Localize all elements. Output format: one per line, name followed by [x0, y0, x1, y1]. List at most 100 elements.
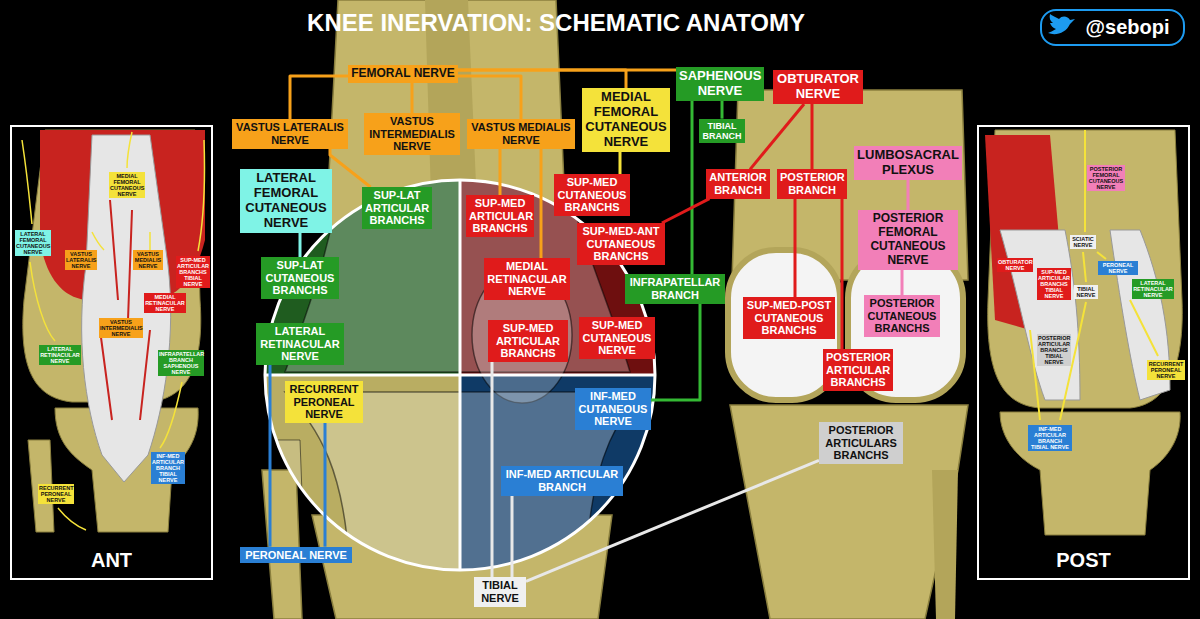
- nerve-connector: [269, 365, 272, 547]
- post-view-nerve-lines: [1030, 130, 1158, 420]
- nerve-box: OBTURATOR NERVE: [773, 70, 863, 104]
- nerve-box: MEDIAL FEMORAL CUTANEOUS NERVE: [109, 172, 145, 199]
- nerve-label: INFRAPATELLAR BRANCH: [628, 276, 722, 301]
- nerve-label: POSTERIOR ARTICULAR BRANCHS TIBIAL NERVE: [1038, 335, 1070, 366]
- nerve-box: TIBIAL NERVE: [474, 577, 526, 606]
- nerve-box: LATERAL FEMORAL CUTANEOUS NERVE: [15, 230, 51, 257]
- nerve-box: MEDIAL RETINACULAR NERVE: [484, 258, 570, 300]
- nerve-label: POSTERIOR ARTICULAR BRANCHS: [826, 351, 890, 389]
- nerve-label: VASTUS INTERMEDIALIS NERVE: [100, 319, 142, 337]
- post-tibia: [730, 405, 968, 619]
- nerve-label: POSTERIOR FEMORAL CUTANEOUS NERVE: [1088, 166, 1124, 191]
- view-label: ANT: [91, 549, 132, 578]
- nerve-label: ANTERIOR BRANCH: [709, 171, 767, 196]
- nerve-box: POSTERIOR FEMORAL CUTANEOUS NERVE: [858, 210, 958, 269]
- nerve-box: LATERAL FEMORAL CUTANEOUS NERVE: [240, 169, 332, 233]
- nerve-box: VASTUS LATERALIS NERVE: [65, 250, 97, 270]
- nerve-box: MEDIAL RETINACULAR NERVE: [144, 293, 186, 313]
- nerve-box: SUP-MED ARTICULAR BRANCHS: [488, 320, 568, 362]
- nerve-label: SUP-MED ARTICULAR BRANCHS: [469, 197, 531, 235]
- nerve-label: TIBIAL NERVE: [1075, 286, 1097, 298]
- nerve-box: INF-MED ARTICULAR BRANCH: [501, 466, 623, 495]
- nerve-connector: [691, 101, 694, 274]
- nerve-box: INF-MED ARTICULAR BRANCH TIBIAL NERVE: [151, 452, 185, 485]
- nerve-connector: [794, 199, 797, 297]
- nerve-connector: [907, 180, 910, 210]
- nerve-label: POSTERIOR ARTICULARS BRANCHS: [822, 424, 900, 462]
- nerve-connector: [651, 304, 700, 400]
- nerve-connector: [511, 496, 514, 578]
- post-view-muscle: [1000, 230, 1080, 400]
- title-holder: KNEE INERVATION: SCHEMATIC ANATOMY: [0, 9, 1112, 37]
- nerve-box: INFRAPATELLAR BRANCH: [625, 274, 725, 303]
- nerve-connector: [811, 104, 814, 169]
- nerve-label: VASTUS LATERALIS NERVE: [66, 251, 96, 269]
- nerve-box: SCIATIC NERVE: [1070, 235, 1096, 249]
- nerve-box: SUP-MED ARTICULAR BRANCHS: [466, 195, 534, 237]
- nerve-connector: [540, 149, 543, 258]
- nerve-connector: [721, 101, 724, 119]
- nerve-connector: [750, 104, 804, 169]
- nerve-label: SCIATIC NERVE: [1071, 236, 1095, 248]
- nerve-label: RECURRENT PERONEAL NERVE: [1148, 361, 1184, 379]
- nerve-label: INF-MED ARTICULAR BRANCH: [504, 468, 620, 493]
- nerve-box: FEMORAL NERVE: [348, 65, 458, 83]
- nerve-label: POSTERIOR BRANCH: [780, 171, 844, 196]
- twitter-bird: [1048, 14, 1075, 34]
- nerve-label: MEDIAL FEMORAL CUTANEOUS NERVE: [585, 90, 667, 150]
- nerve-label: VASTUS INTERMEDIALIS NERVE: [367, 115, 457, 153]
- nerve-label: SUP-MED CUTANEOUS BRANCHS: [557, 176, 627, 214]
- nerve-label: OBTURATOR NERVE: [776, 72, 860, 102]
- nerve-box: SUP-MED ARTICULAR BRANCHS TIBIAL NERVE: [176, 256, 210, 289]
- nerve-label: FEMORAL NERVE: [351, 67, 455, 81]
- nerve-box: OBTURATOR NERVE: [997, 258, 1033, 272]
- nerve-label: SUP-MED-ANT CUTANEOUS BRANCHS: [580, 225, 662, 263]
- nerve-label: INF-MED CUTANEOUS NERVE: [578, 390, 648, 428]
- nerve-box: VASTUS MEDIALIS NERVE: [467, 119, 575, 148]
- post-fibula: [932, 470, 958, 619]
- nerve-box: INF-MED ARTICULAR BRANCH TIBIAL NERVE: [1028, 425, 1072, 452]
- nerve-box: INFRAPATELLAR BRANCH SAPHENOUS NERVE: [158, 350, 204, 377]
- nerve-box: RECURRENT PERONEAL NERVE: [285, 381, 363, 423]
- nerve-label: VASTUS MEDIALIS NERVE: [470, 121, 572, 146]
- nerve-box: SUP-LAT CUTANEOUS BRANCHS: [261, 257, 339, 299]
- nerve-connector: [901, 270, 904, 295]
- nerve-label: VASTUS LATERALIS NERVE: [235, 121, 345, 146]
- nerve-label: INF-MED ARTICULAR BRANCH TIBIAL NERVE: [152, 453, 184, 484]
- nerve-label: POSTERIOR CUTANEOUS BRANCHS: [867, 297, 937, 335]
- nerve-label: MEDIAL FEMORAL CUTANEOUS NERVE: [110, 173, 144, 198]
- nerve-label: LATERAL RETINACULAR NERVE: [1133, 280, 1173, 298]
- nerve-label: INFRAPATELLAR BRANCH SAPHENOUS NERVE: [159, 351, 203, 376]
- nerve-label: LATERAL RETINACULAR NERVE: [40, 346, 80, 364]
- view-panel: POSTPOSTERIOR FEMORAL CUTANEOUS NERVESCI…: [977, 125, 1190, 580]
- handle-badge: @sebopi: [1040, 9, 1185, 46]
- nerve-connector: [290, 76, 348, 119]
- nerve-label: TIBIAL BRANCH: [702, 121, 742, 142]
- nerve-label: MEDIAL RETINACULAR NERVE: [487, 260, 567, 298]
- nerve-label: TIBIAL NERVE: [477, 579, 523, 604]
- nerve-box: SUP-MED CUTANEOUS BRANCHS: [554, 174, 630, 216]
- nerve-box: SUP-MED-ANT CUTANEOUS BRANCHS: [577, 223, 665, 265]
- nerve-box: SUP-MED-POST CUTANEOUS BRANCHS: [743, 297, 835, 339]
- nerve-label: SUP-LAT ARTICULAR BRANCHS: [365, 189, 429, 227]
- nerve-box: TIBIAL BRANCH: [699, 119, 745, 144]
- nerve-label: SUP-MED-POST CUTANEOUS BRANCHS: [746, 299, 832, 337]
- nerve-box: PERONEAL NERVE: [240, 547, 352, 564]
- view-panel: ANT MEDIAL FEMORAL CUTANEOUS NERVE LATERAL…: [10, 125, 213, 580]
- nerve-box: SUP-MED ARTICULAR BRANCHS TIBIAL NERVE: [1037, 268, 1071, 301]
- nerve-label: SUP-MED ARTICULAR BRANCHS: [491, 322, 565, 360]
- nerve-box: VASTUS INTERMEDIALIS NERVE: [364, 113, 460, 155]
- quadrant-axis: [459, 180, 462, 570]
- ant-nerve-lines: [22, 132, 205, 530]
- nerve-label: MEDIAL RETINACULAR NERVE: [145, 294, 185, 312]
- nerve-label: LUMBOSACRAL PLEXUS: [857, 148, 959, 178]
- nerve-box: VASTUS INTERMEDIALIS NERVE: [99, 318, 143, 338]
- nerve-connector: [841, 199, 844, 349]
- nerve-label: SUP-MED CUTANEOUS NERVE: [582, 319, 652, 357]
- nerve-box: ANTERIOR BRANCH: [706, 169, 770, 198]
- nerve-label: RECURRENT PERONEAL NERVE: [39, 485, 73, 503]
- nerve-box: TIBIAL NERVE: [1074, 285, 1098, 299]
- nerve-label: SUP-MED ARTICULAR BRANCHS TIBIAL NERVE: [1038, 269, 1070, 300]
- ant-tendon-fibers: [100, 200, 150, 420]
